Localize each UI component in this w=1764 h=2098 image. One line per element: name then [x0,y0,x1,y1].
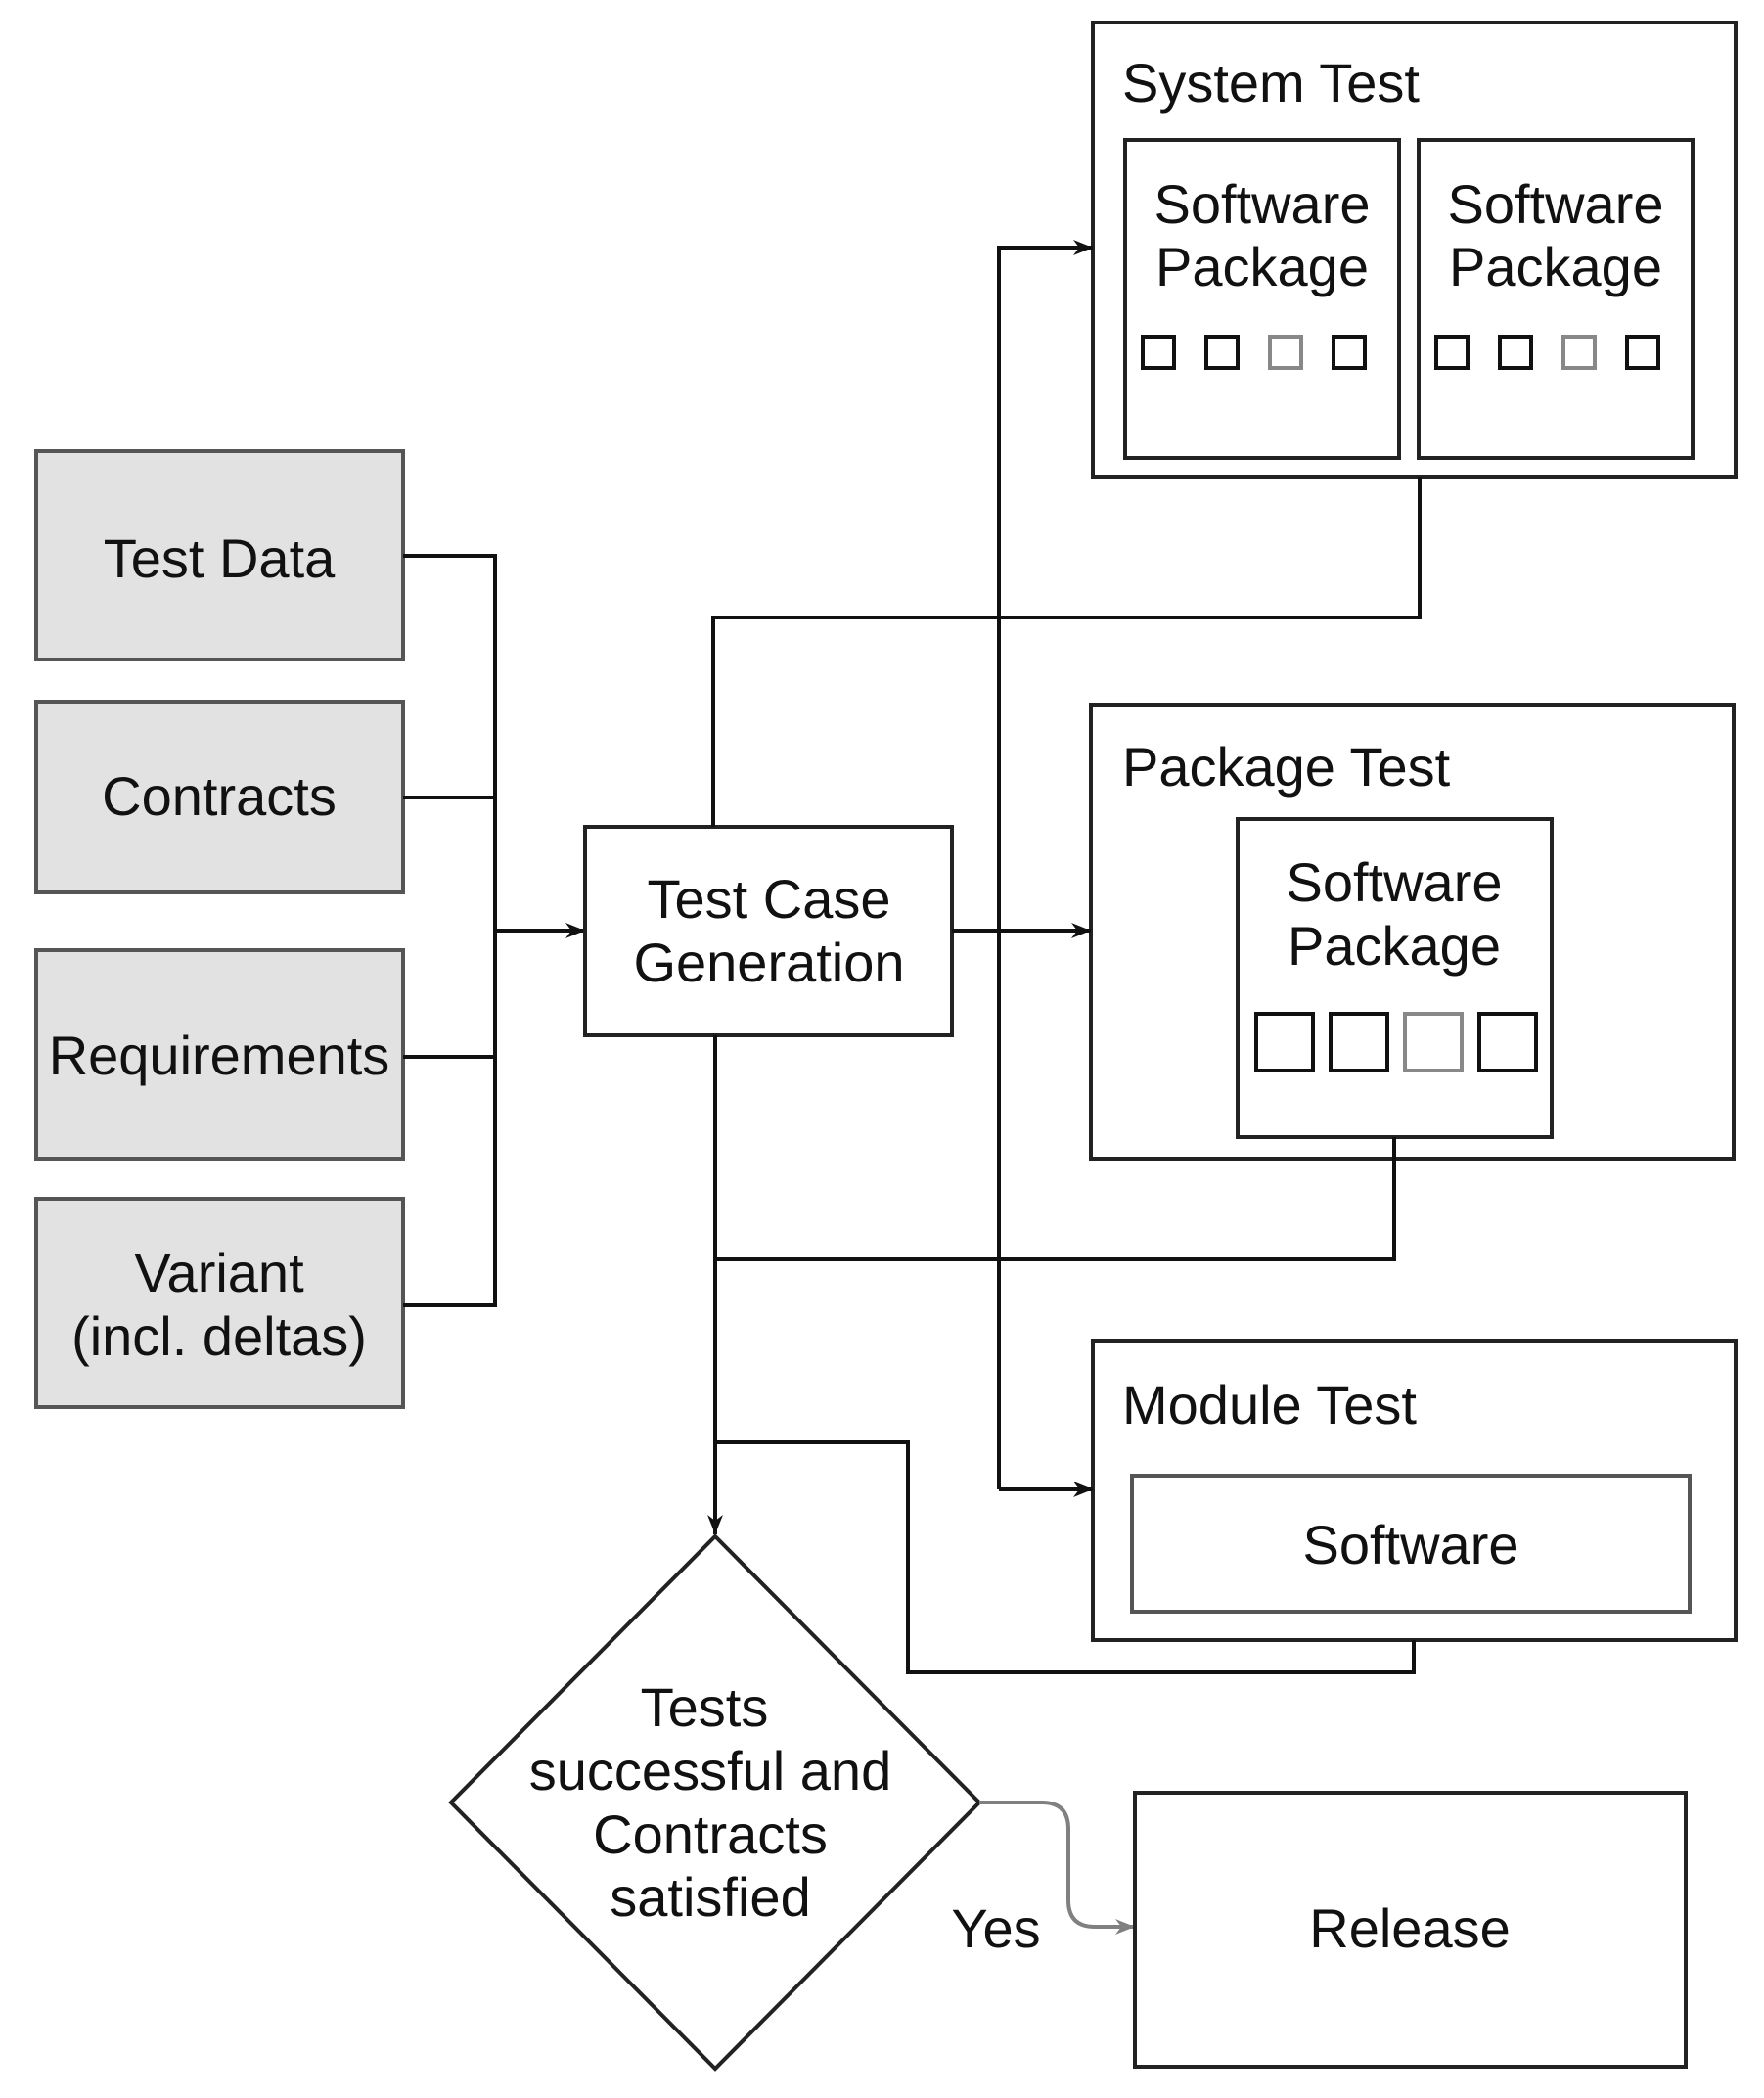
input-variant-label-line1: Variant [134,1242,304,1303]
system-package-2-label-line2: Package [1449,236,1662,297]
package-test-package-label-line2: Package [1288,915,1501,977]
generation-label-line1: Test Case [648,868,891,930]
decision-label-line4: satisfied [610,1866,810,1928]
input-contracts-label: Contracts [102,765,337,827]
system-package-1-label-line1: Software [1154,173,1371,235]
module-slot [1403,1012,1464,1072]
module-slot [1477,1012,1538,1072]
module-test-feedback [713,1440,1416,1674]
system-package-1-label-line2: Package [1155,236,1369,297]
module-slot [1625,335,1660,370]
feedback-lines [707,477,1422,1674]
decision-label-line3: Contracts [593,1803,828,1865]
module-test-title: Module Test [1122,1374,1417,1436]
system-test-title: System Test [1122,52,1420,114]
module-slot [1268,335,1303,370]
input-test-data-label: Test Data [104,527,336,589]
module-slot [1204,335,1240,370]
input-test-data: Test Data [34,449,405,661]
module-slot [1434,335,1470,370]
system-test-software-package-2: Software Package [1417,138,1695,460]
module-slot [1498,335,1533,370]
package-test-box: Package Test Software Package [1089,703,1736,1161]
input-collector [403,554,585,1307]
generation-to-tests [952,240,1093,1497]
release-label: Release [1309,1897,1510,1959]
system-test-feedback [711,477,1422,827]
decision-label-line1: Tests [641,1676,769,1738]
module-slot [1561,335,1597,370]
yes-connection: Yes [951,1801,1135,1959]
input-variant-label-line2: (incl. deltas) [71,1305,367,1367]
module-slot [1332,335,1367,370]
module-test-software: Software [1130,1474,1692,1614]
input-requirements: Requirements [34,948,405,1161]
system-test-box: System Test Software Package Software Pa… [1091,21,1738,479]
module-test-software-label: Software [1303,1514,1519,1575]
system-test-software-package-1: Software Package [1123,138,1401,460]
module-test-box: Module Test Software [1091,1339,1738,1642]
generation-label-line2: Generation [633,932,904,993]
package-test-package-label-line1: Software [1287,851,1503,913]
package-test-feedback [713,1137,1396,1261]
input-contracts: Contracts [34,700,405,894]
decision-diamond: Tests successful and Contracts satisfied [448,1533,982,2072]
input-variant: Variant (incl. deltas) [34,1197,405,1409]
module-slot [1329,1012,1389,1072]
test-case-generation-box: Test Case Generation [583,825,954,1037]
arrow-to-release [979,1801,1135,1935]
input-requirements-label: Requirements [49,1025,390,1086]
decision-label-line2: successful and [529,1740,891,1802]
module-slot [1141,335,1176,370]
release-box: Release [1133,1791,1688,2069]
yes-label: Yes [951,1897,1040,1959]
package-test-title: Package Test [1122,736,1451,798]
arrow-to-system-test [997,240,1093,1489]
system-package-2-label-line1: Software [1448,173,1664,235]
module-slot [1254,1012,1315,1072]
package-test-software-package: Software Package [1236,817,1554,1139]
